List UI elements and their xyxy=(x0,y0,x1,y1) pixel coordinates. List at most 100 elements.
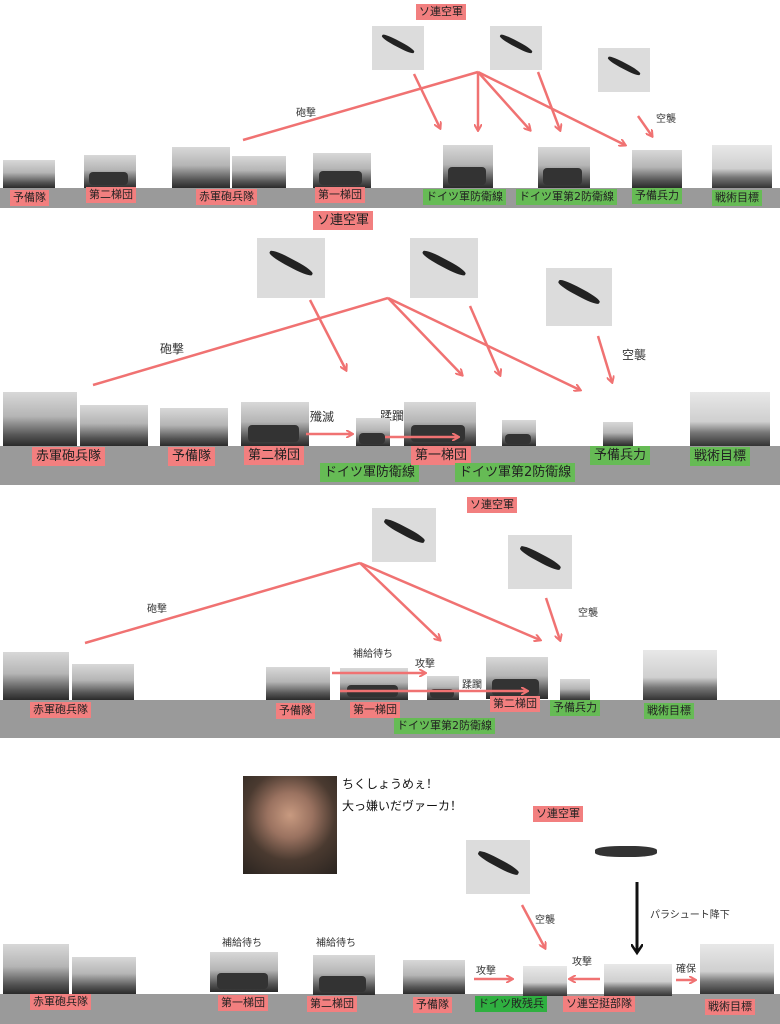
bombard-line xyxy=(242,70,479,142)
german-infantry-image xyxy=(603,422,633,446)
label-german-line2: ドイツ軍第2防衛線 xyxy=(455,463,576,482)
air-strike-arrow xyxy=(468,305,500,375)
label-first-echelon: 第一梯団 xyxy=(315,187,365,203)
label-reserve-force: 予備兵力 xyxy=(590,446,651,465)
angry-man-image xyxy=(243,776,337,874)
tank-image xyxy=(241,402,309,446)
reserve-image xyxy=(266,667,330,700)
label-reserve-force: 予備兵力 xyxy=(632,188,682,204)
label-second-echelon: 第二梯団 xyxy=(86,187,136,203)
german-tank-image xyxy=(427,676,459,700)
bombard-note: 砲撃 xyxy=(147,604,167,615)
label-first-echelon: 第一梯団 xyxy=(350,702,400,718)
artillery-image xyxy=(172,147,230,188)
bombard-note: 砲撃 xyxy=(296,108,316,119)
bridge-image xyxy=(700,944,774,994)
tank-image xyxy=(313,955,375,995)
air-strike-arrow xyxy=(308,299,346,370)
fighter-plane-image xyxy=(257,238,325,298)
fighter-plane-image xyxy=(490,26,542,70)
air-strike-arrow xyxy=(520,904,545,948)
air-strike-arrow xyxy=(477,71,530,130)
rocket-artillery-image xyxy=(72,664,134,700)
speech-line-1: ちくしょうめぇ！ xyxy=(342,777,439,791)
rocket-artillery-image xyxy=(72,957,136,994)
label-objective: 戦術目標 xyxy=(712,190,762,206)
secure-note: 確保 xyxy=(676,964,696,975)
soviet-air-force-label: ソ連空軍 xyxy=(533,806,583,822)
german-remnants-image xyxy=(523,966,567,996)
air-strike-arrow xyxy=(359,562,440,640)
fighter-plane-image xyxy=(508,535,572,589)
air-strike-arrow xyxy=(359,561,540,640)
awaiting-supply-note: 補給待ち xyxy=(316,938,356,949)
overrun-note: 蹂躙 xyxy=(462,680,482,691)
reserve-image xyxy=(3,160,55,188)
transport-plane-image xyxy=(592,832,660,880)
label-german-remnants: ドイツ敗残兵 xyxy=(475,996,547,1012)
air-raid-note: 空襲 xyxy=(578,608,598,619)
rocket-artillery-image xyxy=(80,405,148,446)
fighter-plane-image xyxy=(598,48,650,92)
bombard-line xyxy=(92,296,389,387)
label-reserve: 予備隊 xyxy=(276,703,315,719)
bridge-image xyxy=(690,392,770,446)
soviet-air-force-label: ソ連空軍 xyxy=(416,4,466,20)
paratroopers-image xyxy=(604,964,672,996)
air-raid-note: 空襲 xyxy=(656,114,676,125)
awaiting-supply-note: 補給待ち xyxy=(353,649,393,660)
air-strike-arrow xyxy=(536,71,560,130)
fighter-plane-image xyxy=(372,508,436,562)
label-first-echelon: 第一梯団 xyxy=(411,446,472,465)
german-tank-image xyxy=(356,418,390,446)
air-strike-arrow xyxy=(387,296,580,390)
label-german-line2: ドイツ軍第2防衛線 xyxy=(394,718,495,734)
rocket-artillery-image xyxy=(232,156,286,188)
label-reserve: 予備隊 xyxy=(10,190,49,206)
reserve-image xyxy=(403,960,465,994)
artillery-image xyxy=(3,652,69,700)
air-strike-arrow xyxy=(387,297,462,375)
label-german-line: ドイツ軍防衛線 xyxy=(320,463,420,482)
bombard-note: 砲撃 xyxy=(160,342,185,356)
label-second-echelon: 第二梯団 xyxy=(244,446,305,465)
air-strike-arrow xyxy=(636,115,652,136)
awaiting-supply-note: 補給待ち xyxy=(222,938,262,949)
label-artillery: 赤軍砲兵隊 xyxy=(32,447,106,466)
reserve-image xyxy=(160,408,228,446)
label-artillery: 赤軍砲兵隊 xyxy=(196,189,257,205)
speech-line-2: 大っ嫌いだヴァーカ！ xyxy=(342,799,463,813)
bridge-image xyxy=(643,650,717,700)
attack-note: 攻撃 xyxy=(572,957,592,968)
fighter-plane-image xyxy=(410,238,478,298)
label-german-line: ドイツ軍防衛線 xyxy=(423,189,506,205)
label-german-line2: ドイツ軍第2防衛線 xyxy=(516,189,617,205)
label-second-echelon: 第二梯団 xyxy=(307,996,357,1012)
tank-image xyxy=(84,155,136,188)
soviet-air-force-label: ソ連空軍 xyxy=(467,497,517,513)
air-strike-arrow xyxy=(412,73,440,128)
air-raid-note: 空襲 xyxy=(622,348,647,362)
label-artillery: 赤軍砲兵隊 xyxy=(30,994,91,1010)
bombard-line xyxy=(84,561,361,645)
tank-image xyxy=(313,153,371,188)
german-tank-image xyxy=(443,145,493,188)
soviet-air-force-label: ソ連空軍 xyxy=(313,211,374,230)
attack-note: 攻撃 xyxy=(476,966,496,977)
fighter-plane-image xyxy=(466,840,530,894)
german-infantry-image xyxy=(632,150,682,188)
annihilate-note: 殲滅 xyxy=(310,410,335,424)
label-objective: 戦術目標 xyxy=(705,999,755,1015)
german-tank-image xyxy=(538,147,590,188)
air-strike-arrow xyxy=(596,335,612,382)
fighter-plane-image xyxy=(546,268,612,326)
bridge-image xyxy=(712,145,772,188)
label-first-echelon: 第一梯団 xyxy=(218,995,268,1011)
label-soviet-airborne: ソ連空挺部隊 xyxy=(563,996,635,1012)
label-reserve: 予備隊 xyxy=(413,997,452,1013)
fighter-plane-image xyxy=(372,26,424,70)
air-strike-arrow xyxy=(544,597,560,640)
label-objective: 戦術目標 xyxy=(644,703,694,719)
label-artillery: 赤軍砲兵隊 xyxy=(30,702,91,718)
